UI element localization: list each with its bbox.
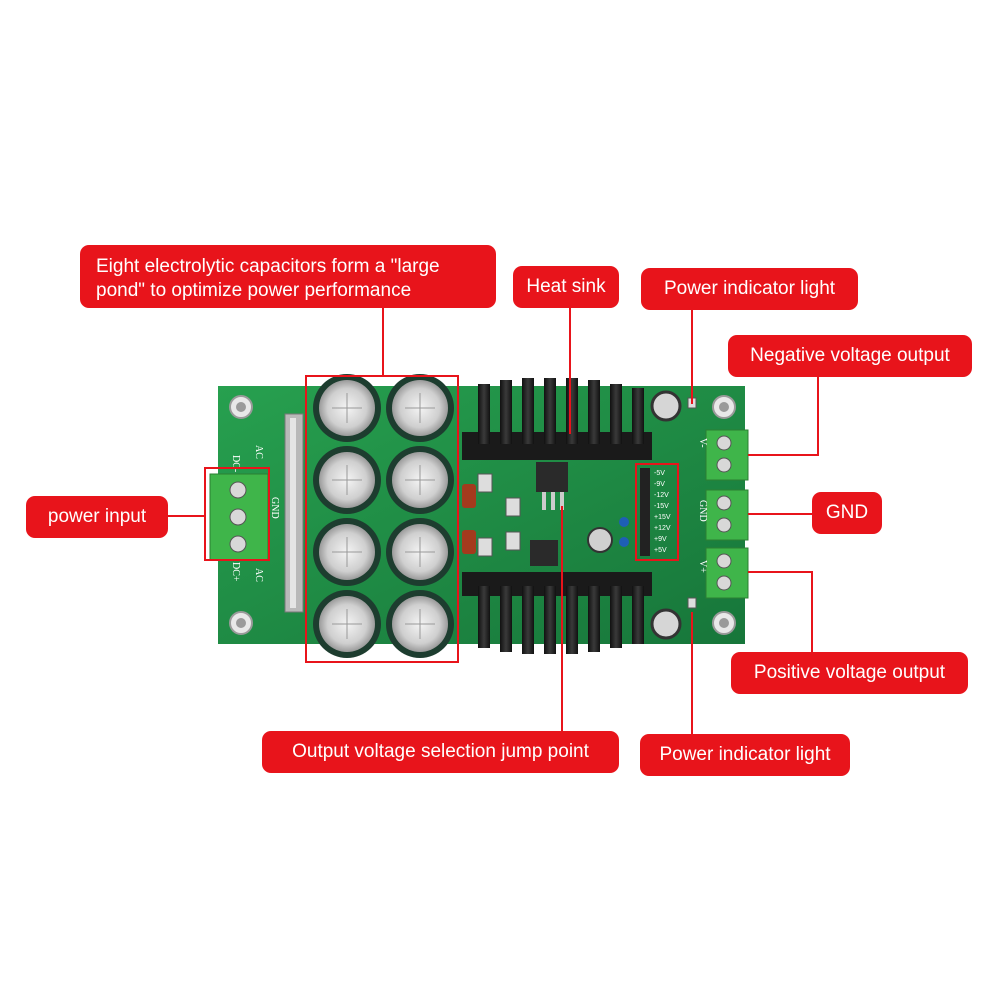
silk-gnd-left: GND bbox=[269, 497, 280, 519]
capacitors bbox=[313, 374, 454, 658]
leader-lines bbox=[168, 306, 819, 736]
jumper-value: -5V bbox=[654, 470, 665, 477]
jumper-value: -12V bbox=[654, 492, 669, 499]
jumper-value: +9V bbox=[654, 536, 667, 543]
regulator-ic bbox=[536, 462, 568, 492]
power-indicator-bottom-callout: Power indicator light bbox=[640, 734, 850, 776]
positive-output-callout: Positive voltage output bbox=[731, 652, 968, 694]
negative-output-callout: Negative voltage output bbox=[728, 335, 972, 377]
silk-ac-bottom: AC bbox=[253, 568, 264, 582]
silk-v-plus: V+ bbox=[697, 560, 708, 573]
gnd-callout: GND bbox=[812, 492, 882, 534]
mounting-holes bbox=[229, 395, 736, 635]
jumper-value: -9V bbox=[654, 481, 665, 488]
jump-point-callout: Output voltage selection jump point bbox=[262, 731, 619, 773]
regulator-ic bbox=[530, 540, 558, 566]
heat-sink-callout: Heat sink bbox=[513, 266, 619, 308]
jumper-value: +5V bbox=[654, 547, 667, 554]
jumper-value: -15V bbox=[654, 503, 669, 510]
heat-sink-top bbox=[462, 378, 652, 460]
silk-gnd-right: GND bbox=[697, 500, 708, 522]
silk-dc-minus: DC- bbox=[230, 455, 241, 472]
jumper-value-labels: -5V -9V -12V -15V +15V +12V +9V +5V bbox=[654, 470, 671, 554]
jumper-header bbox=[640, 468, 650, 556]
power-input-callout: power input bbox=[26, 496, 168, 538]
output-terminal-blocks bbox=[705, 429, 749, 599]
silk-dc-plus: DC+ bbox=[230, 562, 241, 582]
capacitors-callout: Eight electrolytic capacitors form a "la… bbox=[80, 245, 496, 308]
power-indicator-top-callout: Power indicator light bbox=[641, 268, 858, 310]
heat-sink-bottom bbox=[462, 572, 652, 654]
silk-v-minus: V- bbox=[697, 438, 708, 448]
silk-ac-top: AC bbox=[253, 445, 264, 459]
jumper-highlight-box bbox=[635, 463, 679, 561]
input-terminal-highlight-box bbox=[204, 467, 270, 561]
jumper-value: +15V bbox=[654, 514, 671, 521]
input-terminal-block bbox=[209, 473, 269, 561]
jumper-value: +12V bbox=[654, 525, 671, 532]
